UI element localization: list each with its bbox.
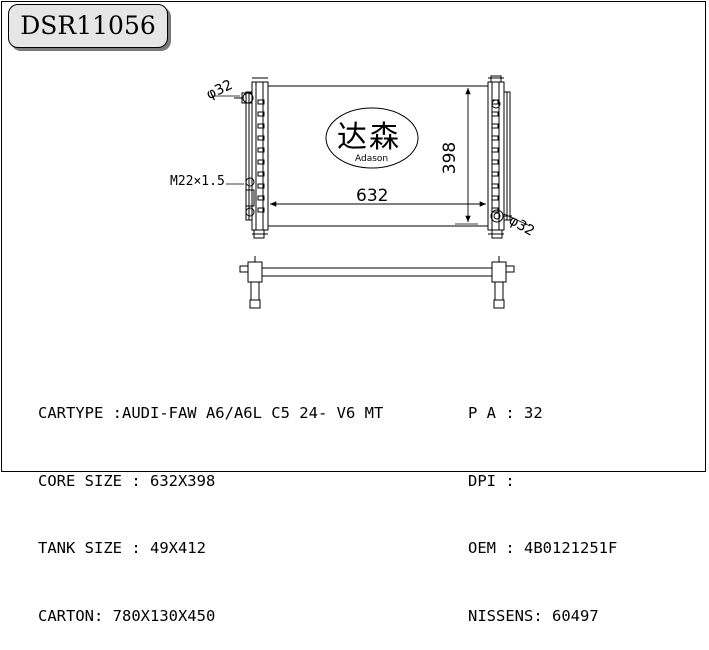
spec-nissens: NISSENS: 60497 — [468, 606, 599, 625]
specs-left: CARTYPE :AUDI-FAW A6/A6L C5 24- V6 MT CO… — [38, 357, 383, 650]
spec-dpi: DPI : — [468, 471, 515, 490]
outlet-pipe — [490, 209, 512, 223]
spec-carton: CARTON: 780X130X450 — [38, 606, 216, 625]
logo-english: Adason — [355, 154, 389, 164]
radiator-drawing — [212, 75, 531, 309]
height-label: 398 — [440, 141, 461, 175]
spec-tank-size: TANK SIZE : 49X412 — [38, 539, 206, 557]
spec-cartype: CARTYPE :AUDI-FAW A6/A6L C5 24- V6 MT — [38, 404, 384, 422]
left-tank — [245, 77, 269, 239]
spec-core-size: CORE SIZE : 632X398 — [38, 471, 216, 490]
top-view — [239, 256, 515, 309]
spec-pa: P A : 32 — [468, 404, 543, 422]
adason-logo — [325, 107, 419, 169]
logo-chinese: 达森 — [337, 120, 401, 155]
part-number-tab: DSR11056 — [8, 4, 168, 48]
right-tank — [487, 75, 511, 239]
width-label: 632 — [356, 186, 389, 206]
thread-label: M22×1.5 — [170, 174, 225, 189]
outlet-leader — [503, 213, 531, 227]
drain-plug — [245, 177, 255, 217]
inlet-pipe — [234, 92, 254, 104]
specs-right: P A : 32 DPI : OEM : 4B0121251F NISSENS:… — [468, 357, 617, 650]
spec-oem: OEM : 4B0121251F — [468, 539, 618, 557]
page-frame — [1, 1, 706, 472]
